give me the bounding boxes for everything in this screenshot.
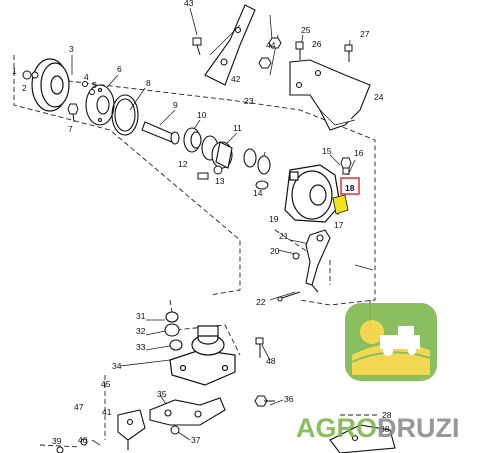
gearbox-housing [284,164,341,223]
part-label: 36 [284,394,294,404]
bearings-31-33 [164,311,183,351]
part-label: 37 [191,435,201,445]
bolt-27 [344,44,353,62]
lever-arm [305,229,331,293]
part-label: 48 [266,356,276,366]
part-label: 12 [178,159,188,169]
rod-22 [277,291,301,302]
part-label: 45 [101,379,111,389]
part-label: 11 [233,123,242,133]
pin-20 [292,252,300,260]
part-label: 14 [253,188,263,198]
part-label: 24 [374,92,384,102]
part-label: 5 [92,80,97,90]
part-label: 20 [270,246,280,256]
part-label: 27 [360,29,370,39]
part-label: 3 [69,44,74,54]
part-label: 15 [322,146,332,156]
part-label: 17 [334,220,344,230]
linkage-35 [149,397,226,426]
agrodruzi-logo-icon [345,303,437,381]
part-label: 42 [231,74,241,84]
part-label: 34 [112,361,122,371]
highlighted-part-17 [332,194,349,215]
gasket [111,94,139,136]
part-label: 23 [244,96,254,106]
part-label: 32 [136,326,146,336]
bracket-28 [329,424,396,453]
part-label: 33 [136,342,146,352]
part-label: 43 [184,0,194,8]
clamp-41-45 [117,409,146,450]
bearing-10 [183,127,202,153]
bolt-36 [254,395,275,407]
part-label: 31 [136,311,146,321]
gearbox-base [169,325,236,386]
highlight-box-18 [340,177,360,195]
agrodruzi-watermark: AGRODRUZI [296,303,460,443]
part-label: 21 [279,231,289,241]
part-label: 28 [382,410,392,420]
brand-part-agro: AGRO [296,413,377,443]
part-number-labels: 1 2 3 4 5 6 7 8 9 10 11 12 13 14 15 16 1… [12,0,392,446]
washer-39-40 [56,438,88,453]
part-label: 19 [269,214,279,224]
part-label: 4 [84,72,89,82]
brand-part-druzi: DRUZI [377,413,460,443]
part-label: 13 [215,176,225,186]
nut-44 [258,37,282,69]
part-label: 8 [146,78,151,88]
part-label: 2 [22,83,27,93]
part-label: 47 [74,402,84,412]
part-label: 25 [301,25,311,35]
part-label: 40 [78,435,88,445]
part-label: 38 [380,424,390,434]
part-label: 18 [345,183,355,193]
pulley [31,58,70,112]
part-label: 22 [256,297,266,307]
pins-4-5 [82,81,95,95]
part-label: 10 [197,110,207,120]
washer-1-2 [22,70,39,80]
part-label: 6 [117,64,122,74]
fitting-15-16 [340,157,352,175]
part-label: 1 [12,66,17,76]
part-label: 44 [266,40,276,50]
upper-cover [289,59,371,131]
part-label: 35 [157,389,167,399]
bearing-11 [201,135,271,175]
part-label: 16 [354,148,364,158]
bolt-7 [67,103,79,123]
bolt-48 [255,337,264,358]
shaft [141,121,180,145]
bolt-43 [192,37,202,56]
washer-37 [170,425,180,435]
part-label: 7 [68,124,73,134]
part-label: 41 [102,407,112,417]
parts-12-13-14 [197,165,269,190]
part-label: 26 [312,39,322,49]
part-label: 39 [52,436,62,446]
mounting-bracket [204,4,256,86]
part-label: 9 [173,100,178,110]
bolt-26 [295,41,304,60]
brand-name: AGRODRUZI [296,413,460,443]
